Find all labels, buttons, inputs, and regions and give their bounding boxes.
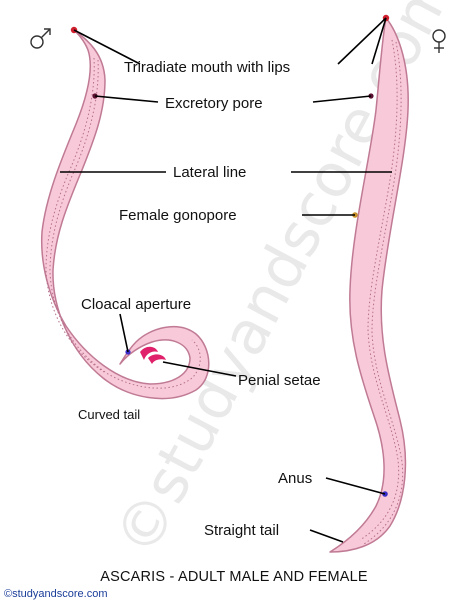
label-straight-tail: Straight tail <box>204 522 279 539</box>
label-curved-tail: Curved tail <box>78 407 140 422</box>
male-symbol-char: ♂ <box>0 0 1 1</box>
tail-leader <box>310 530 343 542</box>
cloacal-leader <box>120 314 128 352</box>
label-excretory-pore: Excretory pore <box>165 95 263 112</box>
label-female-gonopore: Female gonopore <box>119 207 237 224</box>
credit-text: ©studyandscore.com <box>4 588 108 600</box>
anus-leader <box>326 478 385 494</box>
diagram-title: ASCARIS - ADULT MALE AND FEMALE <box>100 569 368 585</box>
label-cloacal-aperture: Cloacal aperture <box>81 296 191 313</box>
label-anus: Anus <box>278 470 312 487</box>
label-mouth: Triradiate mouth with lips <box>124 59 290 76</box>
male-symbol-icon: ♂ <box>0 0 50 48</box>
label-lateral-line: Lateral line <box>173 164 246 181</box>
label-penial-setae: Penial setae <box>238 372 321 389</box>
female-symbol-char: ♀ <box>0 0 1 1</box>
